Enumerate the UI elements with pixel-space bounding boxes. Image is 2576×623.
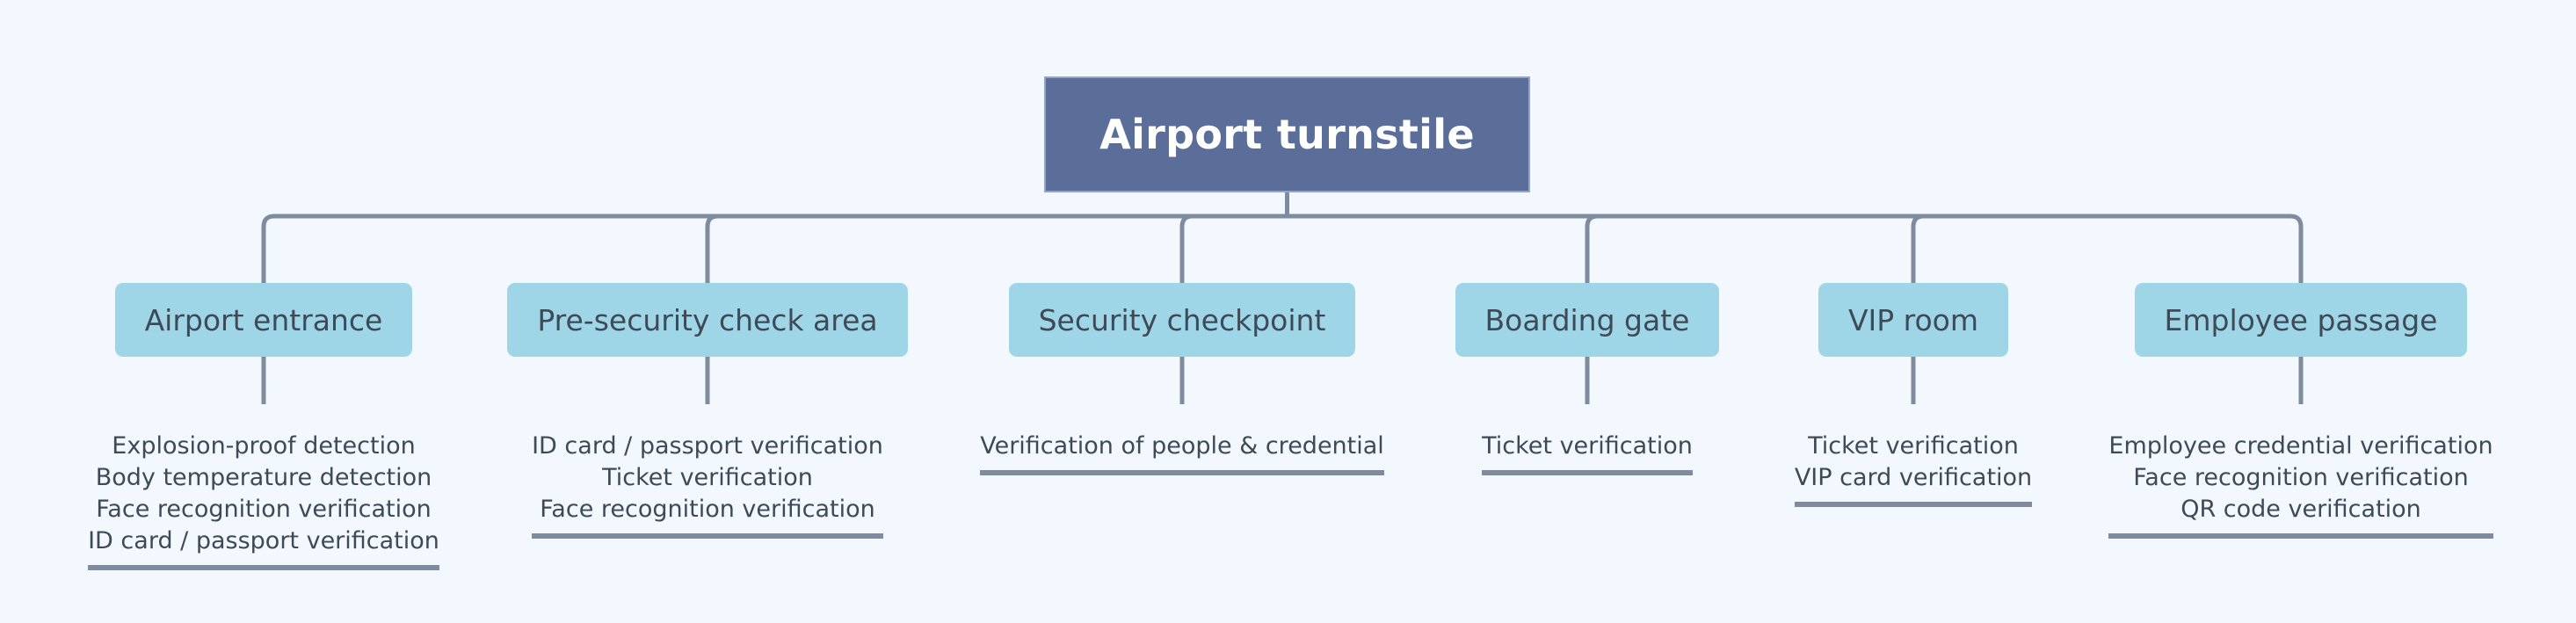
leaf-list-airport-entrance: Explosion-proof detection Body temperatu… xyxy=(88,431,439,570)
leaf-item: ID card / passport verification xyxy=(532,432,883,460)
leaf-list-employee-passage: Employee credential verification Face re… xyxy=(2108,431,2493,539)
connector-drop-3 xyxy=(1179,214,1194,283)
leaf-list-boarding-gate: Ticket verification xyxy=(1482,431,1693,475)
leaf-item: Body temperature detection xyxy=(95,464,432,491)
leaf-list-pre-security-check-area: ID card / passport verification Ticket v… xyxy=(532,431,883,539)
branch-node-pre-security-check-area[interactable]: Pre-security check area xyxy=(507,283,908,357)
leaf-item: Ticket verification xyxy=(1482,432,1693,460)
connector-drop-4 xyxy=(1585,214,1599,283)
branch-node-label: Boarding gate xyxy=(1484,302,1690,337)
branch-node-label: Pre-security check area xyxy=(537,302,878,337)
branch-node-label: Security checkpoint xyxy=(1038,302,1326,337)
leaf-item: Face recognition verification xyxy=(96,496,432,523)
branch-security-checkpoint: Security checkpoint Verification of peop… xyxy=(918,283,1446,475)
branch-node-vip-room[interactable]: VIP room xyxy=(1818,283,2009,357)
branch-boarding-gate: Boarding gate Ticket verification xyxy=(1324,283,1851,475)
branch-node-airport-entrance[interactable]: Airport entrance xyxy=(114,283,413,357)
branch-pre-security-check-area: Pre-security check area ID card / passpo… xyxy=(444,283,971,539)
leaf-item: VIP card verification xyxy=(1794,464,2033,491)
branch-airport-entrance: Airport entrance Explosion-proof detecti… xyxy=(0,283,527,570)
branch-node-label: Employee passage xyxy=(2164,302,2438,337)
leaf-item: Employee credential verification xyxy=(2108,432,2493,460)
branch-node-label: VIP room xyxy=(1847,302,1979,337)
root-node-label: Airport turnstile xyxy=(1099,111,1475,158)
branch-node-label: Airport entrance xyxy=(144,302,383,337)
leaf-item: Ticket verification xyxy=(1808,432,2019,460)
branch-node-security-checkpoint[interactable]: Security checkpoint xyxy=(1008,283,1356,357)
leaf-item: Explosion-proof detection xyxy=(112,432,416,460)
root-node[interactable]: Airport turnstile xyxy=(1044,76,1530,192)
leaf-list-vip-room: Ticket verification VIP card verificatio… xyxy=(1794,431,2033,507)
branch-node-boarding-gate[interactable]: Boarding gate xyxy=(1455,283,1720,357)
leaf-item: ID card / passport verification xyxy=(88,527,439,554)
leaf-item: QR code verification xyxy=(2181,496,2421,523)
connector-drop-2 xyxy=(705,214,719,283)
leaf-item: Verification of people & credential xyxy=(980,432,1384,460)
branch-vip-room: VIP room Ticket verification VIP card ve… xyxy=(1650,283,2177,507)
leaf-list-security-checkpoint: Verification of people & credential xyxy=(980,431,1384,475)
connector-bus xyxy=(261,214,2304,283)
branch-node-employee-passage[interactable]: Employee passage xyxy=(2134,283,2468,357)
leaf-item: Face recognition verification xyxy=(2133,464,2469,491)
branch-employee-passage: Employee passage Employee credential ver… xyxy=(2037,283,2565,539)
connector-drop-5 xyxy=(1911,214,1925,283)
leaf-item: Face recognition verification xyxy=(540,496,875,523)
leaf-item: Ticket verification xyxy=(602,464,813,491)
